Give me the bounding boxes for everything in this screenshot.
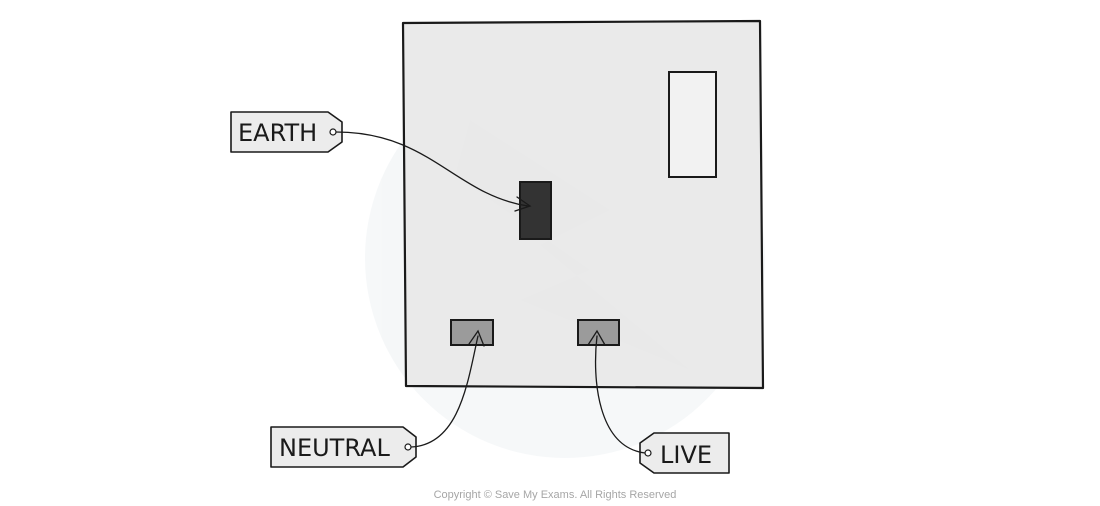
earth-tag: EARTH (230, 111, 343, 153)
neutral-tag: NEUTRAL (270, 426, 417, 468)
earth-arrow (335, 131, 532, 212)
neutral-pin-slot (450, 319, 494, 346)
neutral-label: NEUTRAL (279, 434, 390, 462)
earth-pin-slot (519, 181, 552, 240)
live-label: LIVE (660, 441, 712, 469)
neutral-arrow (410, 329, 485, 448)
earth-label: EARTH (238, 119, 317, 147)
live-arrow (587, 329, 646, 454)
socket-switch (668, 71, 717, 178)
copyright-text: Copyright © Save My Exams. All Rights Re… (434, 489, 677, 501)
live-tag: LIVE (639, 432, 730, 474)
